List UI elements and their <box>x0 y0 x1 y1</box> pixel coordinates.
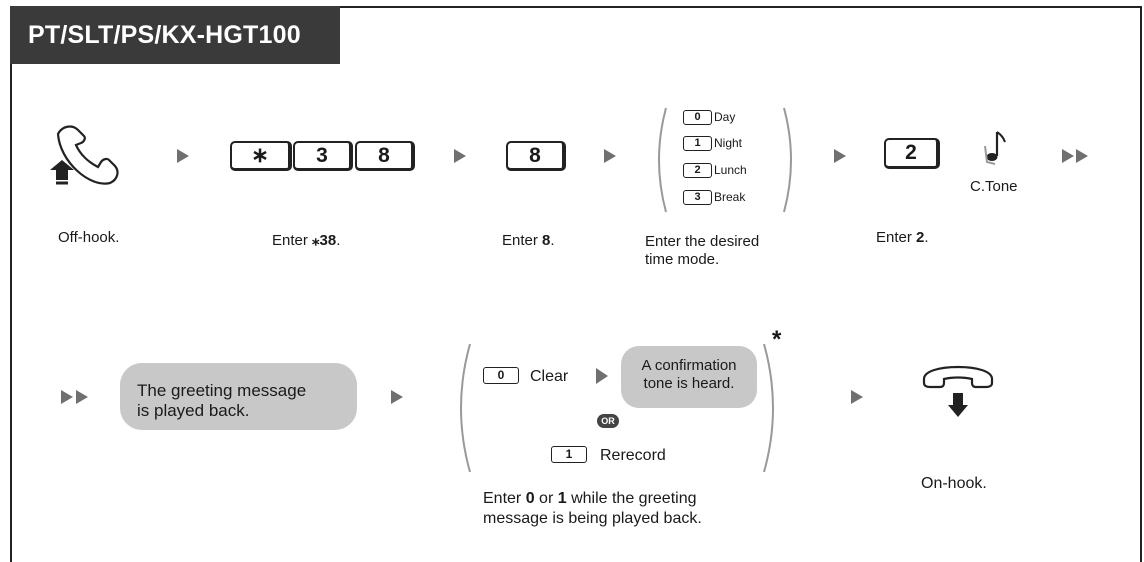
key-star: ∗ <box>230 141 292 171</box>
ctone-label: C.Tone <box>970 178 1018 195</box>
option-key-0: 0 <box>483 367 519 384</box>
key-2: 2 <box>884 138 940 169</box>
page-title: PT/SLT/PS/KX-HGT100 <box>10 6 340 64</box>
time-mode-label-break: Break <box>714 190 746 204</box>
time-mode-parentheses <box>658 107 792 213</box>
time-mode-key-2: 2 <box>683 163 712 178</box>
off-hook-handset-icon <box>50 125 119 185</box>
confirmation-tone-pill: A confirmation tone is heard. <box>621 346 757 408</box>
enter-star38-caption: Enter ⁎38. <box>272 232 341 249</box>
double-arrow-part <box>61 390 73 404</box>
step-arrow <box>604 149 616 163</box>
time-mode-caption-line1: Enter the desired <box>645 233 760 250</box>
options-parentheses <box>460 343 774 473</box>
footnote-asterisk: * <box>772 326 782 353</box>
time-mode-caption-line2: time mode. <box>645 251 720 268</box>
on-hook-caption: On-hook. <box>921 475 987 492</box>
step-arrow <box>454 149 466 163</box>
on-hook-handset-icon <box>922 365 994 417</box>
key-8-single: 8 <box>506 141 566 171</box>
diagram-frame <box>10 6 1142 562</box>
time-mode-label-day: Day <box>714 110 736 124</box>
option-clear-label: Clear <box>530 368 569 385</box>
step-arrow <box>834 149 846 163</box>
enter-2-caption: Enter 2. <box>876 229 929 246</box>
time-mode-label-night: Night <box>714 136 743 150</box>
time-mode-key-1: 1 <box>683 136 712 151</box>
step-arrow <box>177 149 189 163</box>
option-key-1: 1 <box>551 446 587 463</box>
step-arrow <box>391 390 403 404</box>
step-arrow <box>596 368 608 384</box>
music-note-icon <box>984 131 1006 165</box>
or-badge: OR <box>597 414 619 428</box>
key-3: 3 <box>293 141 353 171</box>
double-arrow-part <box>1062 149 1074 163</box>
enter-8-caption: Enter 8. <box>502 232 555 249</box>
off-hook-caption: Off-hook. <box>58 229 120 246</box>
options-caption-line2: message is being played back. <box>483 510 702 527</box>
greeting-played-back-pill: The greeting message is played back. <box>120 363 357 430</box>
double-arrow-part <box>1076 149 1088 163</box>
option-rerecord-label: Rerecord <box>600 447 666 464</box>
step-arrow <box>851 390 863 404</box>
time-mode-key-0: 0 <box>683 110 712 125</box>
time-mode-key-3: 3 <box>683 190 712 205</box>
time-mode-label-lunch: Lunch <box>714 163 747 177</box>
key-8: 8 <box>355 141 415 171</box>
options-caption-line1: Enter 0 or 1 while the greeting <box>483 490 697 507</box>
double-arrow-part <box>76 390 88 404</box>
